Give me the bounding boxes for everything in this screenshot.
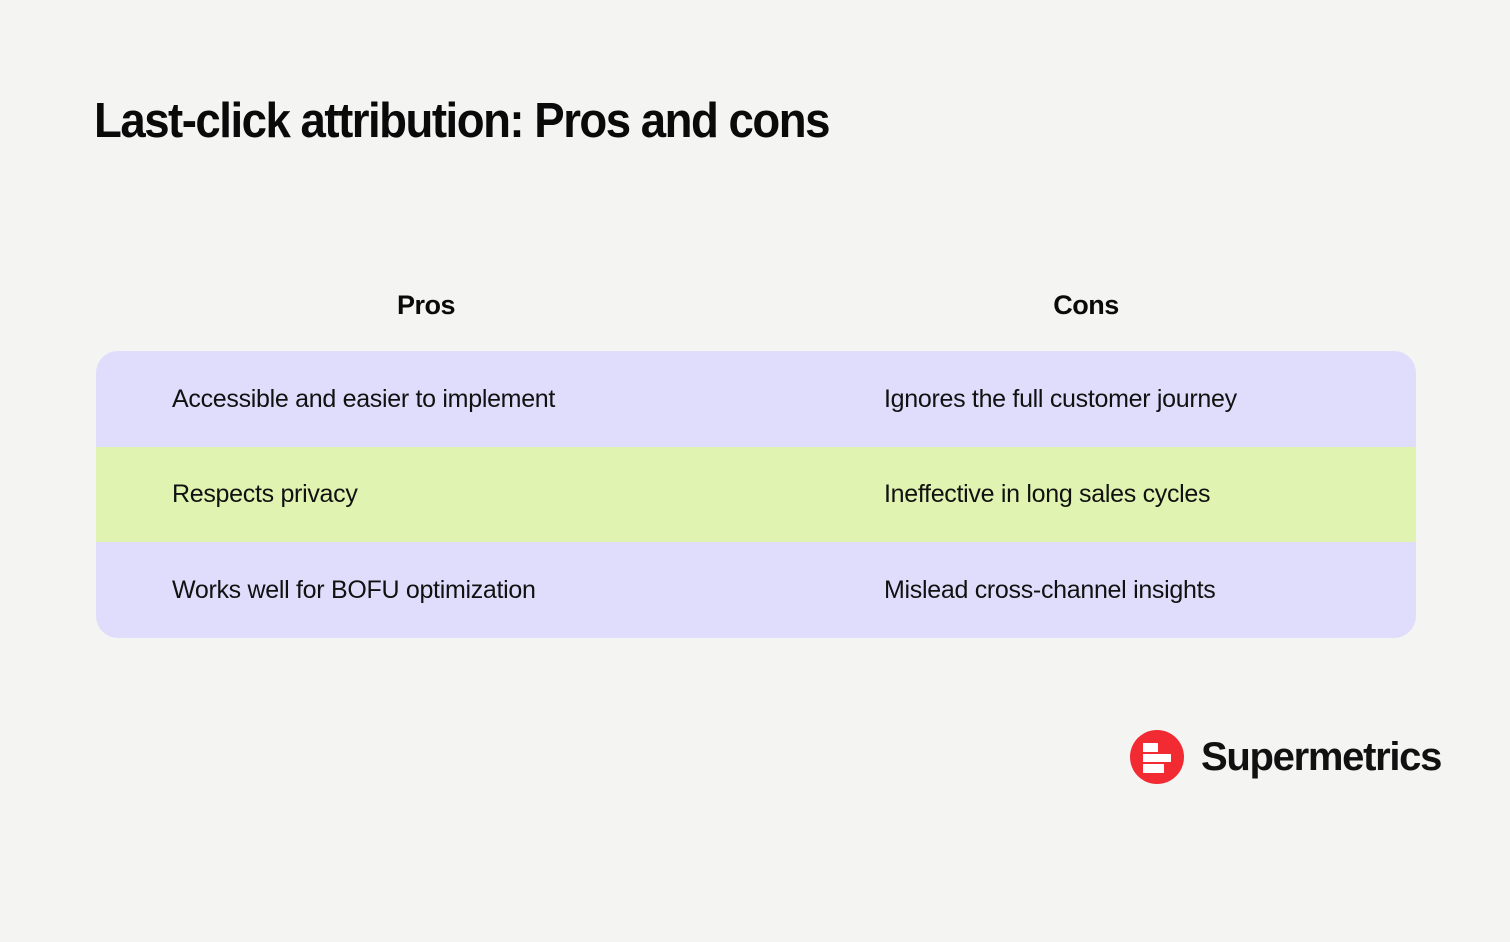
page-title: Last-click attribution: Pros and cons <box>94 94 830 148</box>
table-cell-pros: Respects privacy <box>172 480 358 509</box>
table-row: Respects privacy Ineffective in long sal… <box>96 446 1416 542</box>
table-cell-cons: Ignores the full customer journey <box>884 384 1237 413</box>
pros-cons-table: Accessible and easier to implement Ignor… <box>96 351 1416 638</box>
table-cell-pros: Accessible and easier to implement <box>172 384 556 413</box>
table-row: Accessible and easier to implement Ignor… <box>96 351 1416 447</box>
column-header-pros: Pros <box>396 290 456 320</box>
column-headers: Pros Cons <box>96 283 1416 327</box>
table-cell-pros: Works well for BOFU optimization <box>172 575 536 604</box>
table-cell-cons: Mislead cross-channel insights <box>884 575 1216 604</box>
column-header-cons: Cons <box>1053 290 1119 320</box>
table-row: Works well for BOFU optimization Mislead… <box>96 542 1416 638</box>
brand-logo: Supermetrics <box>1130 728 1442 786</box>
supermetrics-bars-icon <box>1130 730 1184 784</box>
brand-name: Supermetrics <box>1201 735 1442 779</box>
table-cell-cons: Ineffective in long sales cycles <box>884 480 1211 509</box>
